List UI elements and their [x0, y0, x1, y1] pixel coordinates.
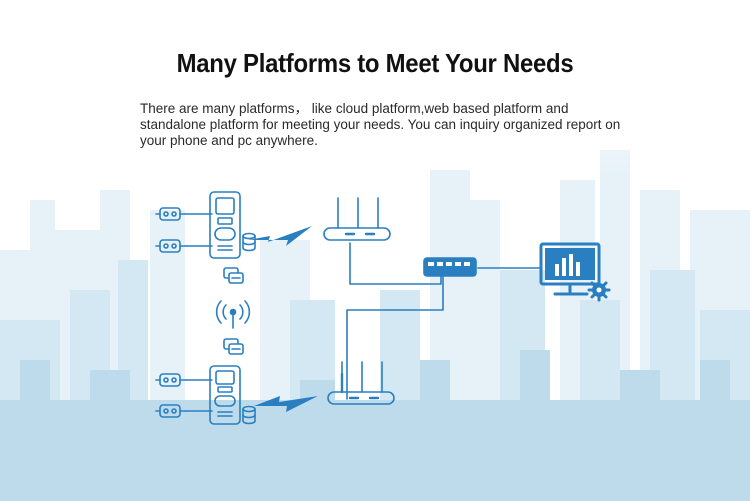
wireless-signal-icon	[254, 396, 318, 412]
router-icon	[327, 361, 395, 405]
router-icon	[323, 197, 391, 241]
terminal-icon	[155, 239, 187, 253]
computer-monitor-icon	[539, 242, 601, 296]
chat-icon	[223, 267, 244, 284]
page-title: Many Platforms to Meet Your Needs	[176, 48, 574, 78]
terminal-icon	[155, 207, 187, 221]
network-switch-icon	[423, 257, 477, 277]
device-icon	[209, 365, 241, 425]
wifi-antenna-icon	[215, 300, 251, 329]
wireless-signal-icon	[248, 226, 312, 246]
connection-lines	[346, 242, 541, 400]
terminal-icon	[155, 404, 187, 418]
device-icon	[209, 191, 241, 259]
chat-icon	[223, 338, 244, 355]
terminal-icon	[155, 373, 187, 387]
database-icon	[242, 405, 256, 425]
description-text: There are many platforms， like cloud pla…	[140, 101, 621, 148]
database-icon	[242, 232, 256, 252]
gear-icon	[587, 278, 611, 302]
